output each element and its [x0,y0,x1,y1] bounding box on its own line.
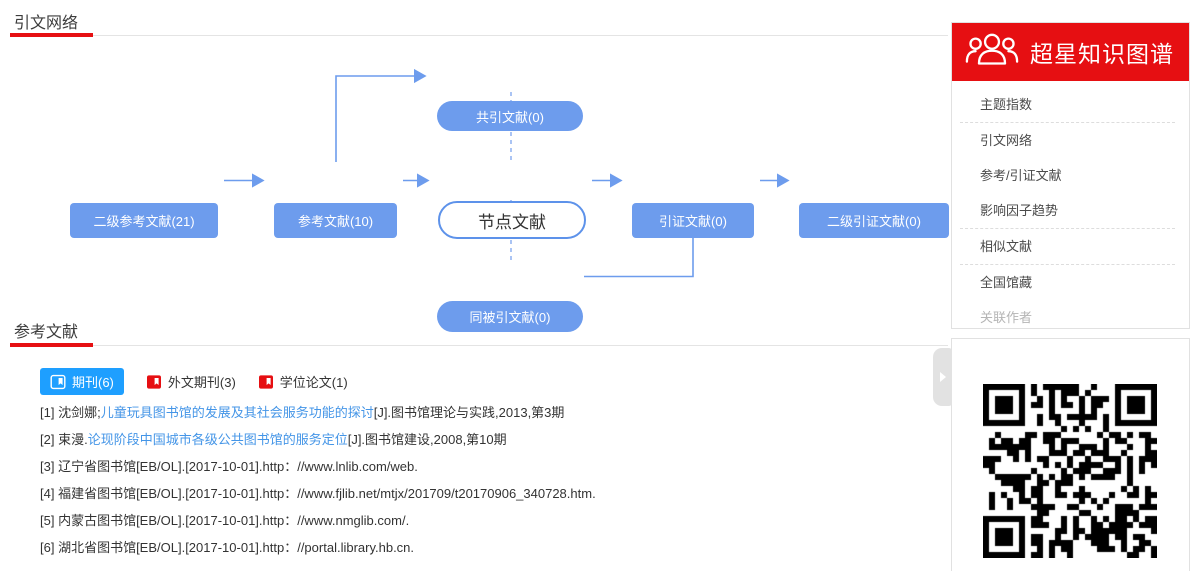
tab-journal[interactable]: 期刊(6) [40,368,124,395]
sidebar-item-topic-index[interactable]: 主题指数 [980,97,1033,112]
ref-prefix: [3] 辽宁省图书馆[EB/OL].[2017-10-01].http：//ww… [40,459,418,474]
journal-book-icon [146,374,162,390]
node-citing[interactable]: 引证文献(0) [632,203,754,238]
heading-rule [10,33,948,37]
qr-panel [951,338,1190,571]
ref-prefix: [5] 内蒙古图书馆[EB/OL].[2017-10-01].http：//ww… [40,513,410,528]
collapse-arrow-icon [939,372,946,382]
qr-code [983,384,1157,558]
diagram-connectors [224,68,790,278]
ref-title-link[interactable]: 儿童玩具图书馆的发展及其社会服务功能的探讨 [100,405,374,420]
reference-type-tabs: 期刊(6) 外文期刊(3) 学位论文(1) [40,368,348,395]
journal-book-icon [258,374,274,390]
reference-item: [6] 湖北省图书馆[EB/OL].[2017-10-01].http：//po… [40,534,940,561]
tab-journal-label: 期刊(6) [72,375,114,390]
references-heading: 参考文献 [14,324,79,341]
reference-list: [1] 沈剑娜;儿童玩具图书馆的发展及其社会服务功能的探讨[J].图书馆理论与实… [40,399,940,561]
sidebar: 超星知识图谱 主题指数 引文网络 参考/引证文献 影响因子趋势 相似文献 全国馆… [951,22,1190,329]
sidebar-menu: 主题指数 引文网络 参考/引证文献 影响因子趋势 相似文献 全国馆藏 关联作者 [952,81,1189,335]
reference-item: [5] 内蒙古图书馆[EB/OL].[2017-10-01].http：//ww… [40,507,940,534]
ref-suffix: [J].图书馆理论与实践,2013,第3期 [373,405,565,420]
tab-thesis-label: 学位论文(1) [279,375,348,390]
reference-item: [3] 辽宁省图书馆[EB/OL].[2017-10-01].http：//ww… [40,453,940,480]
ref-title-link[interactable]: 论现阶段中国城市各级公共图书馆的服务定位 [87,432,348,447]
reference-item: [4] 福建省图书馆[EB/OL].[2017-10-01].http：//ww… [40,480,940,507]
sidebar-item-ref-citing-docs[interactable]: 参考/引证文献 [980,168,1062,183]
citation-network-heading: 引文网络 [14,15,79,32]
menu-divider [960,264,1175,265]
sidebar-collapse-handle[interactable] [933,348,952,406]
menu-divider [960,228,1175,229]
sidebar-item-similar-docs[interactable]: 相似文献 [980,239,1033,254]
journal-book-icon [50,374,66,390]
brand-title: 超星知识图谱 [1030,41,1174,67]
ref-suffix: [J].图书馆建设,2008,第10期 [347,432,507,447]
sidebar-item-impact-factor-trend[interactable]: 影响因子趋势 [980,203,1059,218]
ref-prefix: [2] 束漫. [40,432,88,447]
tab-foreign-journal[interactable]: 外文期刊(3) [146,368,236,395]
ref-prefix: [6] 湖北省图书馆[EB/OL].[2017-10-01].http：//po… [40,540,415,555]
sidebar-item-national-holdings[interactable]: 全国馆藏 [980,275,1033,290]
node-co-citing[interactable]: 同被引文献(0) [437,301,583,332]
reference-item: [2] 束漫.论现阶段中国城市各级公共图书馆的服务定位[J].图书馆建设,200… [40,426,940,453]
menu-divider [960,122,1175,123]
node-co-cited[interactable]: 共引文献(0) [437,101,583,131]
node-secondary-references[interactable]: 二级参考文献(21) [70,203,218,238]
reference-item: [1] 沈剑娜;儿童玩具图书馆的发展及其社会服务功能的探讨[J].图书馆理论与实… [40,399,940,426]
heading-rule [10,343,948,347]
node-references[interactable]: 参考文献(10) [274,203,397,238]
ref-prefix: [1] 沈剑娜; [40,405,101,420]
sidebar-item-citation-network[interactable]: 引文网络 [980,133,1033,148]
brand-banner: 超星知识图谱 [952,23,1189,81]
citation-network-diagram: 共引文献(0) 二级参考文献(21) 参考文献(10) 节点文献 引证文献(0)… [0,40,949,332]
heading-rule-accent [10,33,93,37]
sidebar-item-related-authors: 关联作者 [980,310,1033,325]
ref-prefix: [4] 福建省图书馆[EB/OL].[2017-10-01].http：//ww… [40,486,596,501]
heading-rule-accent [10,343,93,347]
three-people-icon [964,30,1020,75]
node-secondary-citing[interactable]: 二级引证文献(0) [799,203,949,238]
tab-foreign-journal-label: 外文期刊(3) [167,375,236,390]
tab-thesis[interactable]: 学位论文(1) [258,368,348,395]
node-document: 节点文献 [438,201,586,239]
